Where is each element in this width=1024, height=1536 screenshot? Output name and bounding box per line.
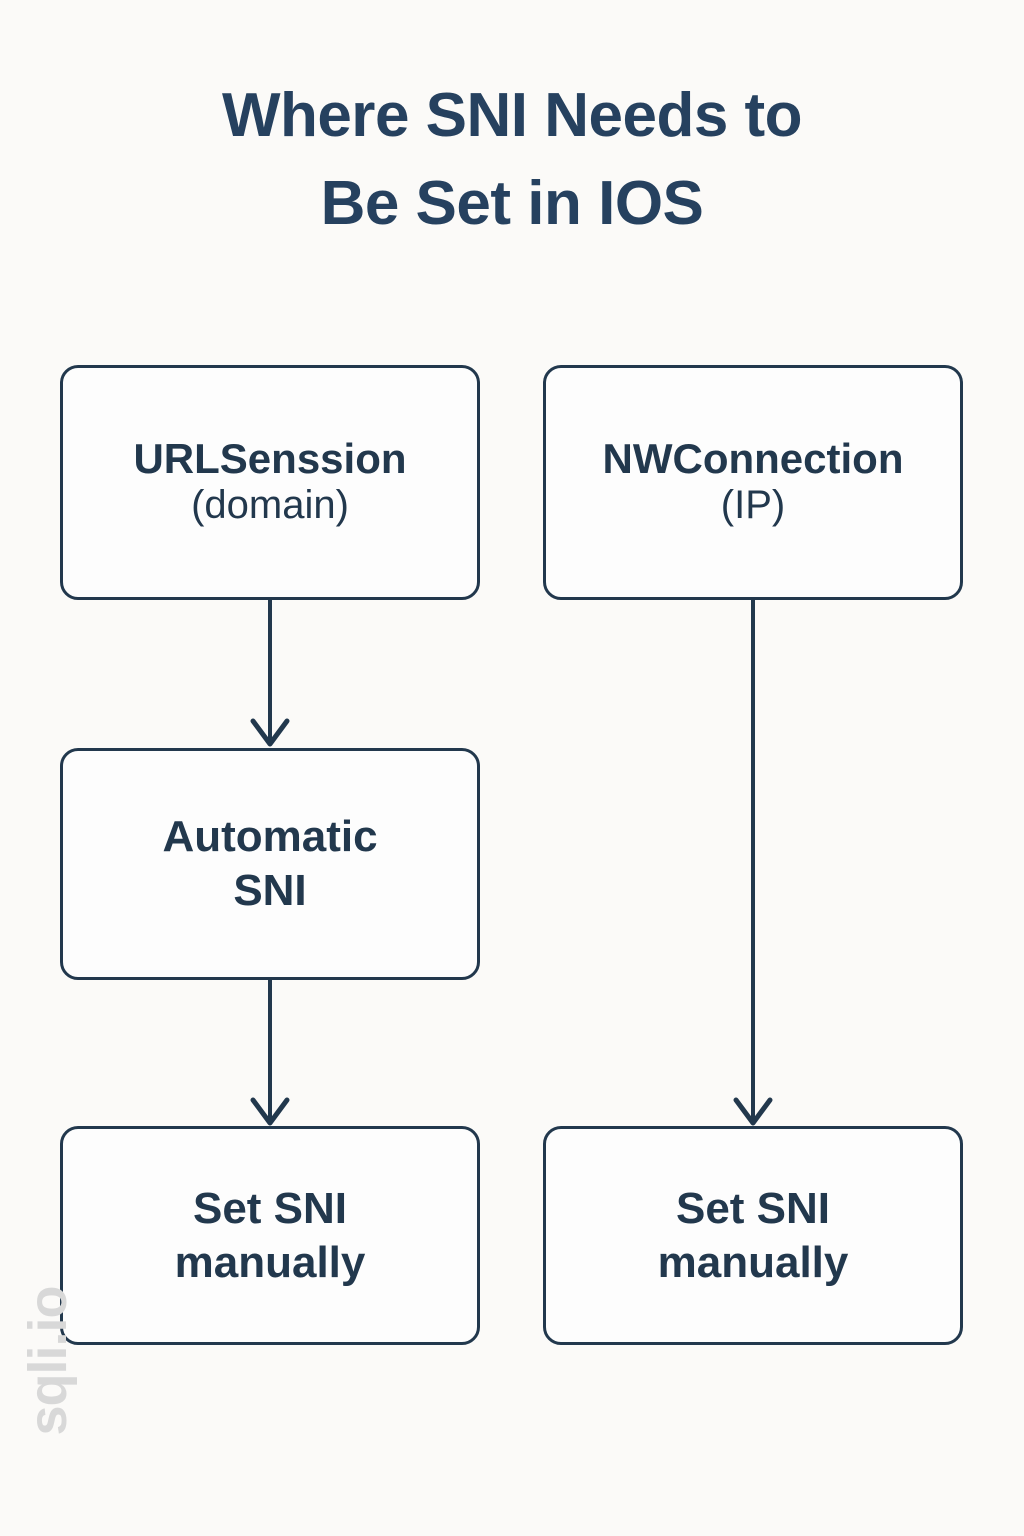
node-set-sni-manually-right-line1: Set SNI: [675, 1183, 831, 1233]
node-set-sni-manually-left-line2: manually: [174, 1237, 366, 1287]
node-automatic-sni[interactable]: Automatic SNI: [60, 748, 480, 980]
node-set-sni-manually-left[interactable]: Set SNI manually: [60, 1126, 480, 1345]
node-nwconnection-line2: (IP): [720, 483, 786, 528]
node-urlsession-line1: URLSenssion: [133, 435, 407, 483]
page-title: Where SNI Needs to Be Set in IOS: [221, 81, 803, 239]
node-automatic-sni-line2: SNI: [233, 866, 307, 915]
node-nwconnection[interactable]: NWConnection (IP): [543, 365, 963, 600]
node-automatic-sni-line1: Automatic: [162, 812, 378, 862]
edge-automatic-to-manual-left: [250, 980, 290, 1126]
watermark-sqli-io: sqli.io: [18, 1286, 78, 1436]
node-urlsession[interactable]: URLSenssion (domain): [60, 365, 480, 600]
node-urlsession-line2: (domain): [191, 483, 349, 528]
edge-urlsession-to-automatic: [250, 600, 290, 747]
node-set-sni-manually-left-line1: Set SNI: [192, 1183, 348, 1233]
node-set-sni-manually-right-line2: manually: [657, 1237, 849, 1287]
edge-nwconnection-to-manual-right: [733, 600, 773, 1126]
node-set-sni-manually-right[interactable]: Set SNI manually: [543, 1126, 963, 1345]
node-nwconnection-line1: NWConnection: [602, 435, 904, 483]
